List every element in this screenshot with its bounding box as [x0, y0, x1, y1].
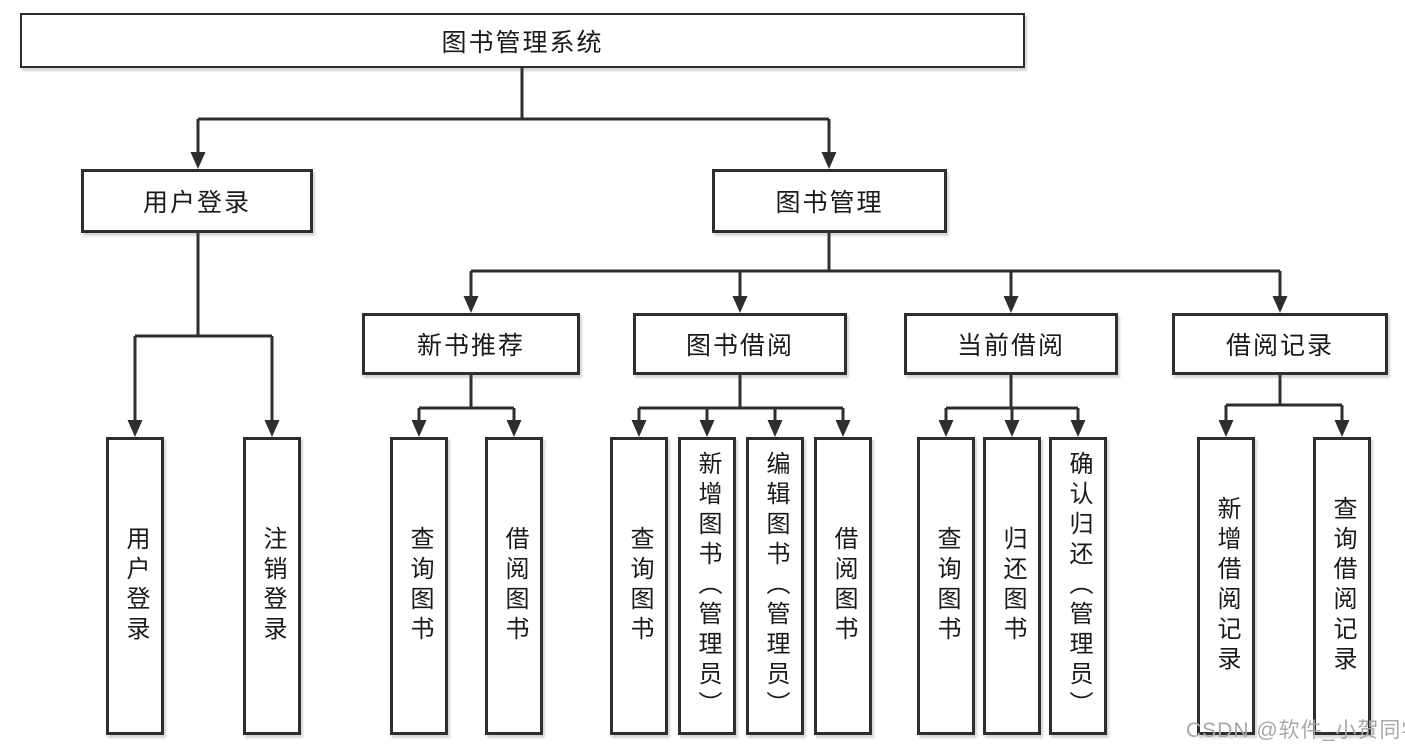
leaf-confirm-return-admin: 确认归还（管理员）	[1049, 437, 1107, 735]
leaf-logout-label: 注销登录	[259, 526, 286, 646]
leaf-borrow-books-label: 借阅图书	[830, 526, 857, 646]
leaf-borrow-books-recommend-label: 借阅图书	[501, 526, 528, 646]
leaf-return-books: 归还图书	[983, 437, 1041, 735]
leaf-edit-books-admin: 编辑图书（管理员）	[746, 437, 804, 735]
leaf-query-borrow-record: 查询借阅记录	[1313, 437, 1371, 735]
leaf-query-books-recommend-label: 查询图书	[406, 526, 433, 646]
node-borrowing-records: 借阅记录	[1172, 313, 1388, 375]
leaf-query-borrow-record-label: 查询借阅记录	[1329, 496, 1356, 676]
leaf-logout: 注销登录	[243, 437, 301, 735]
leaf-add-borrow-record-label: 新增借阅记录	[1213, 496, 1240, 676]
leaf-user-login: 用户登录	[106, 437, 164, 735]
leaf-add-books-admin: 新增图书（管理员）	[678, 437, 736, 735]
leaf-borrow-books: 借阅图书	[814, 437, 872, 735]
node-book-management: 图书管理	[712, 169, 947, 233]
leaf-add-borrow-record: 新增借阅记录	[1197, 437, 1255, 735]
leaf-add-books-admin-label: 新增图书（管理员）	[694, 451, 721, 721]
leaf-user-login-label: 用户登录	[122, 526, 149, 646]
node-current-borrowing: 当前借阅	[904, 313, 1118, 375]
leaf-query-books-borrow-label: 查询图书	[626, 526, 653, 646]
leaf-confirm-return-admin-label: 确认归还（管理员）	[1065, 451, 1092, 721]
leaf-query-books-current: 查询图书	[917, 437, 975, 735]
node-user-login: 用户登录	[81, 169, 313, 233]
csdn-watermark: CSDN @软件_小贺同学	[1186, 719, 1405, 742]
node-library-management-system: 图书管理系统	[20, 13, 1025, 68]
leaf-borrow-books-recommend: 借阅图书	[485, 437, 543, 735]
leaf-edit-books-admin-label: 编辑图书（管理员）	[762, 451, 789, 721]
node-book-borrowing: 图书借阅	[633, 313, 847, 375]
leaf-query-books-current-label: 查询图书	[933, 526, 960, 646]
leaf-query-books-borrow: 查询图书	[610, 437, 668, 735]
leaf-return-books-label: 归还图书	[999, 526, 1026, 646]
node-new-book-recommendation: 新书推荐	[362, 313, 580, 375]
leaf-query-books-recommend: 查询图书	[390, 437, 448, 735]
